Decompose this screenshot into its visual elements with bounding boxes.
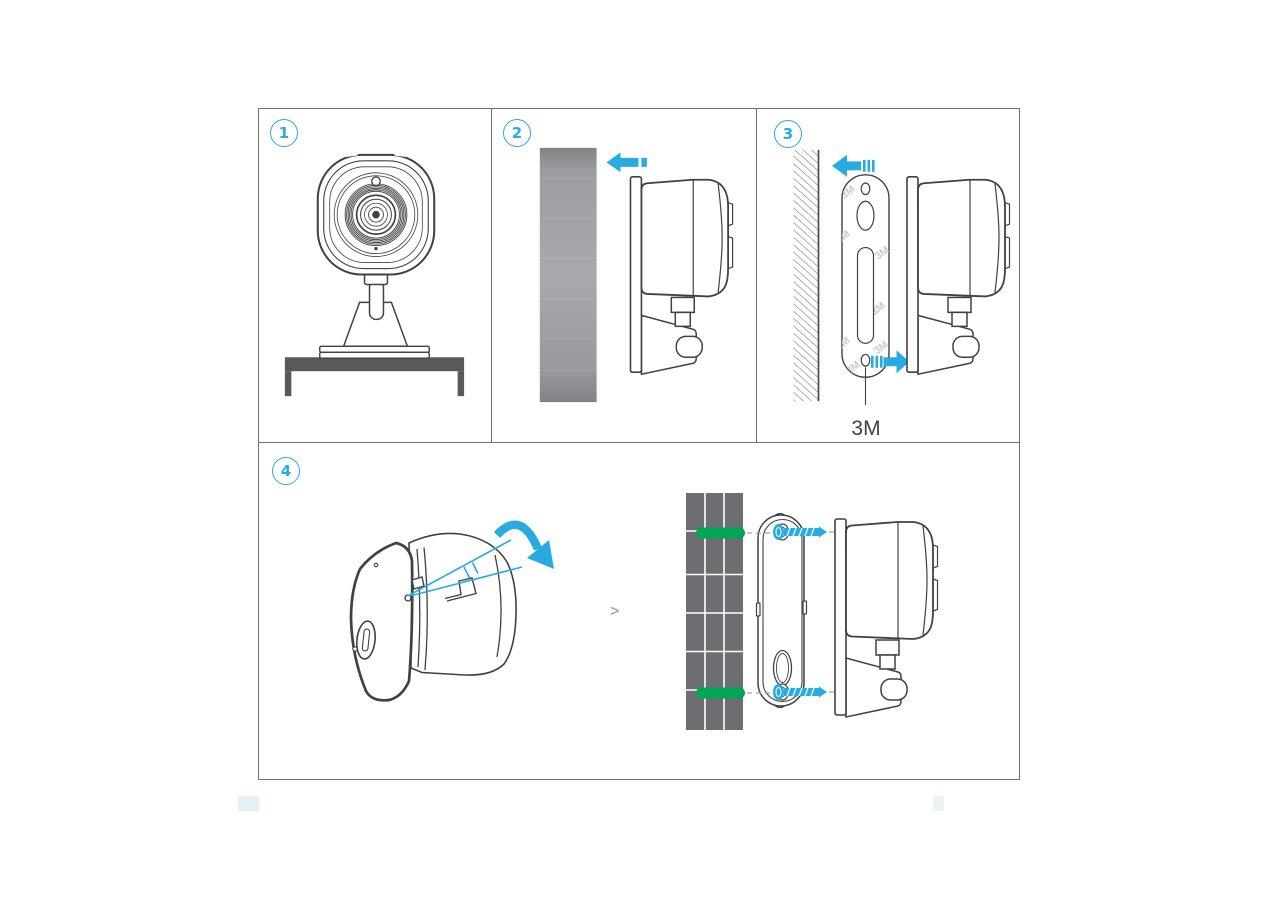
step-2-number: 2 <box>511 124 523 142</box>
pad-hole-bottom <box>860 353 871 367</box>
step-3-number: 3 <box>782 125 794 143</box>
mounting-plate-3q-view <box>755 512 808 709</box>
screw-tip <box>819 686 827 698</box>
wall-anchor-bottom <box>696 687 745 699</box>
plate-hole-small <box>352 646 358 652</box>
desk-leg-right <box>457 371 465 397</box>
metal-plate-peel-illustration <box>539 147 734 403</box>
camera-body-rear <box>408 532 517 676</box>
lens-pupil-ring <box>368 206 384 223</box>
step-1-badge: 1 <box>270 119 298 147</box>
desk-leg-left <box>284 371 292 397</box>
adhesive-brand-label: 3M <box>851 417 880 440</box>
page-edge-mark-left <box>238 796 259 811</box>
screw-threads <box>786 687 815 697</box>
watermark-text: 3M <box>834 335 852 353</box>
screw-head <box>773 684 784 700</box>
plate-oval-hole-inner <box>776 653 789 683</box>
step-panel-1: 1 <box>259 109 492 443</box>
plate-rim-lines <box>416 547 428 671</box>
alignment-dashes <box>747 531 840 694</box>
camera-side-view-illustration <box>906 175 1011 376</box>
head-top-notches <box>345 152 407 157</box>
camera-back-view <box>349 520 554 702</box>
screw-shaft <box>784 528 819 536</box>
screw-threads <box>786 527 815 537</box>
step-4-number: 4 <box>280 462 292 480</box>
wall-anchor-icons <box>696 527 745 699</box>
keyhole-slot <box>356 620 376 660</box>
pad-hole-top <box>860 182 871 196</box>
step-2-badge: 2 <box>503 119 531 147</box>
watermark-text: 3M <box>834 229 852 247</box>
page-edge-mark-right <box>933 796 944 811</box>
adhesive-pad-wall-mount-illustration: 3M 3M 3M 3M 3M 3M 3M <box>793 149 1011 440</box>
head-ring-2 <box>329 166 423 263</box>
step-panel-4: 4 <box>259 443 1019 779</box>
pad-slot <box>856 246 875 344</box>
screw-head-detail <box>775 527 782 537</box>
mic-hole <box>374 246 378 251</box>
desk-top <box>284 357 465 372</box>
mounting-screw-icon-bottom <box>773 684 827 700</box>
metal-mount-strip <box>539 147 597 403</box>
screw-mount-illustration: > <box>349 493 939 730</box>
pad-oval-hole <box>856 200 875 231</box>
plate-screw-hole <box>404 594 412 602</box>
face-ring-outer <box>333 172 419 257</box>
base-plate-upper <box>319 345 430 353</box>
press-camera-arrow-icon <box>871 350 910 374</box>
plate-clip-tab <box>411 576 425 590</box>
wall-anchor-top <box>696 527 745 539</box>
wall-surface <box>793 149 820 402</box>
screw-shaft <box>784 688 819 696</box>
lens-mid <box>360 198 392 231</box>
body-curve <box>494 554 502 658</box>
plate-clip-left <box>755 602 761 617</box>
camera-on-desk-illustration <box>284 152 465 397</box>
head-ring-1 <box>323 160 429 270</box>
wall-hatching <box>793 149 819 402</box>
step-panel-2: 2 <box>492 109 757 443</box>
camera-front-view <box>316 152 436 359</box>
lens-inner <box>364 202 388 227</box>
metal-strip <box>539 147 597 403</box>
step-panel-3: 3 3M 3M 3M 3M 3M 3M 3M <box>757 109 1019 443</box>
stick-to-wall-arrow-icon <box>832 154 875 177</box>
push-left-arrow-icon <box>606 152 647 173</box>
plate-clip-right <box>802 600 808 615</box>
camera-side-view-illustration <box>834 518 939 718</box>
desk <box>284 357 465 397</box>
lens-pupil <box>372 210 380 219</box>
plate-hole-tiny <box>373 562 379 568</box>
status-led <box>371 176 381 187</box>
screwdriver-icon <box>408 539 523 597</box>
plate-inner-rim <box>762 518 803 703</box>
step-1-number: 1 <box>278 124 290 142</box>
back-plate <box>349 541 414 702</box>
camera-side-view-illustration <box>629 175 734 376</box>
brushed-texture <box>539 178 597 371</box>
base-plate-lower <box>319 351 430 359</box>
plate-end-tabs <box>774 512 786 709</box>
pry-rotate-arrow-icon <box>493 520 554 569</box>
face-ring-inner <box>336 175 416 254</box>
step-3-badge: 3 <box>774 120 802 148</box>
step-4-badge: 4 <box>272 457 300 485</box>
screw-head-detail <box>775 687 782 697</box>
screw-head <box>773 524 784 540</box>
adhesive-pad: 3M 3M 3M 3M 3M 3M 3M <box>834 174 890 378</box>
bayonet-notch <box>444 577 477 602</box>
steps-grid: 1 <box>258 108 1020 780</box>
lens-outer <box>355 194 397 235</box>
camera-stem <box>368 279 385 321</box>
screw-tip <box>819 526 827 538</box>
mounting-screw-icon-top <box>773 524 827 540</box>
next-step-chevron: > <box>610 603 619 620</box>
